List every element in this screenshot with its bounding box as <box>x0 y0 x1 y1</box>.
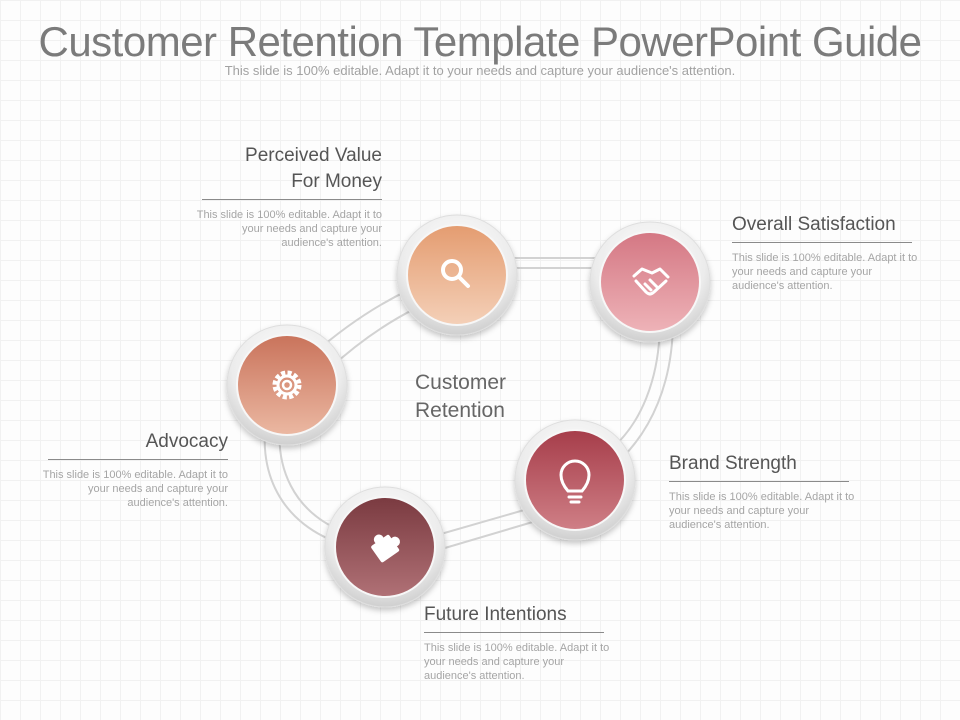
puzzle-icon <box>371 534 401 563</box>
label-divider <box>669 481 849 482</box>
label-divider <box>202 199 382 200</box>
label-divider <box>424 632 604 633</box>
label-description: This slide is 100% editable. Adapt it to… <box>669 491 855 531</box>
label-divider <box>48 459 228 460</box>
label-description: This slide is 100% editable. Adapt it to… <box>42 469 228 509</box>
node-advocacy <box>226 324 348 446</box>
label-description: This slide is 100% editable. Adapt it to… <box>732 252 918 292</box>
node-overall-satisfaction <box>589 221 711 343</box>
search-icon <box>441 259 470 288</box>
label-heading: Overall Satisfaction <box>732 214 896 235</box>
label-heading: Perceived Value For Money <box>195 143 382 199</box>
slide-subtitle: This slide is 100% editable. Adapt it to… <box>224 63 736 78</box>
node-perceived-value <box>396 214 518 336</box>
node-brand-strength <box>514 419 636 541</box>
slide-title: Customer Retention Template PowerPoint G… <box>38 18 922 65</box>
label-brand-strength: Brand Strength This slide is 100% editab… <box>669 451 859 532</box>
label-advocacy: Advocacy This slide is 100% editable. Ad… <box>38 429 228 510</box>
center-label-line-2: Retention <box>415 399 505 422</box>
label-heading: Brand Strength <box>669 453 797 474</box>
label-heading-line-1: Perceived Value <box>245 145 382 166</box>
gear-icon <box>272 370 302 400</box>
center-label: Customer Retention <box>415 369 565 425</box>
label-future-intentions: Future Intentions This slide is 100% edi… <box>424 602 614 683</box>
label-heading: Advocacy <box>145 431 228 452</box>
label-overall-satisfaction: Overall Satisfaction This slide is 100% … <box>732 212 922 293</box>
label-divider <box>732 242 912 243</box>
center-label-line-1: Customer <box>415 371 507 394</box>
label-heading-line-2: For Money <box>291 171 382 192</box>
lightbulb-icon <box>559 459 591 504</box>
handshake-icon <box>632 267 670 296</box>
node-future-intentions <box>324 486 446 608</box>
label-heading: Future Intentions <box>424 604 567 625</box>
label-description: This slide is 100% editable. Adapt it to… <box>196 209 382 249</box>
label-perceived-value: Perceived Value For Money This slide is … <box>195 143 382 250</box>
label-description: This slide is 100% editable. Adapt it to… <box>424 642 610 682</box>
